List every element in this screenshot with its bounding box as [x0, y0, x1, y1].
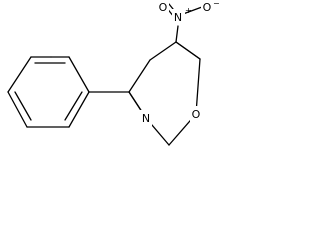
atom-o-nitro-double: O [157, 0, 169, 14]
bond-c5-ring [149, 41, 177, 61]
bond-o-c6 [195, 58, 201, 115]
bond-ph-2 [7, 56, 32, 93]
bond-ph-double-3 [64, 91, 83, 121]
bond-c4-c5 [128, 59, 151, 93]
atom-o-nitro-minus-label: O [203, 1, 212, 14]
atom-n-nitro-charge: + [185, 6, 192, 15]
atom-o-nitro-minus-charge: − [213, 0, 220, 8]
benzene-ring [7, 56, 90, 128]
atom-o-nitro-minus: O − [201, 0, 220, 14]
molecule-structure: N O N + O − O [7, 0, 220, 146]
atom-n-ring-label: N [142, 112, 150, 125]
bond-ph-double-2 [14, 91, 32, 121]
bond-c5-nitro-n [175, 25, 179, 43]
atom-n-ring: N [140, 110, 152, 126]
atom-n-nitro: N + [172, 6, 192, 25]
bond-c5-methyl [175, 41, 201, 60]
bond-ph-6 [68, 56, 90, 93]
oxazinane-ring [128, 41, 201, 146]
bond-ph-5 [68, 91, 90, 128]
bond-ph-3 [7, 91, 28, 128]
atom-o-ring-label: O [192, 108, 201, 121]
bond-nitro-n-o-minus [182, 6, 203, 15]
atom-o-nitro-double-label: O [159, 1, 168, 14]
atom-o-ring: O [190, 106, 203, 122]
atom-n-nitro-label: N [174, 11, 182, 24]
